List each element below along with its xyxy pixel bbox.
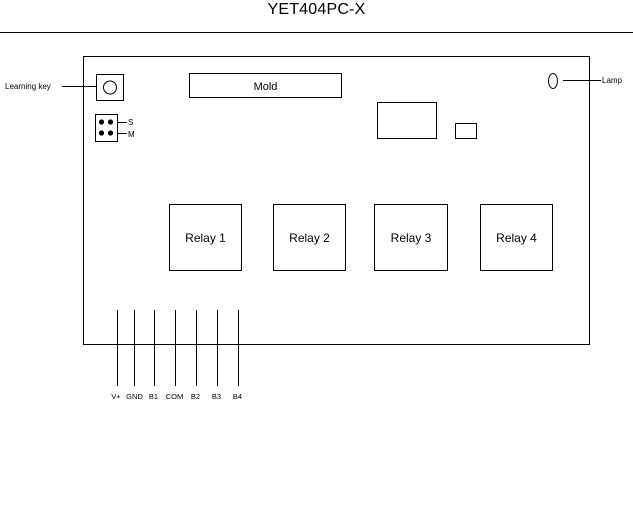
title-divider: [0, 32, 633, 33]
jumper-pin: [107, 119, 114, 125]
relay-2-box: [273, 204, 346, 271]
terminal-label-com: COM: [166, 392, 184, 401]
relay-3-label: Relay 3: [391, 231, 432, 245]
relay-2-label: Relay 2: [289, 231, 330, 245]
lamp-label: Lamp: [602, 76, 623, 85]
learning-key-box: [96, 74, 124, 101]
component-small: [455, 123, 477, 139]
diagram-title: YET404PC-X: [267, 1, 366, 18]
learning-key-button: [103, 80, 117, 95]
terminal-label-b4: B4: [233, 392, 242, 401]
learning-key-label: Learning key: [5, 82, 51, 91]
relay-4-box: [480, 204, 553, 271]
relay-1-box: [169, 204, 242, 271]
jumper-block: [95, 114, 118, 142]
jumper-m-label: M: [128, 130, 135, 139]
relay-4-label: Relay 4: [496, 231, 537, 245]
terminal-label-gnd: GND: [126, 392, 143, 401]
mold-label: Mold: [254, 81, 278, 93]
terminal-label-v-plus: V+: [111, 392, 121, 401]
lamp-led: [548, 73, 558, 89]
terminal-label-b1: B1: [149, 392, 158, 401]
jumper-pin: [98, 119, 105, 125]
relay-3-box: [374, 204, 448, 271]
component-large: [377, 102, 437, 139]
jumper-pin: [107, 130, 114, 136]
mold-box: [189, 73, 342, 98]
jumper-s-label: S: [128, 118, 133, 127]
terminal-label-b3: B3: [212, 392, 221, 401]
circuit-board: [83, 56, 590, 345]
jumper-pin: [98, 130, 105, 136]
relay-1-label: Relay 1: [185, 231, 226, 245]
terminal-label-b2: B2: [191, 392, 200, 401]
